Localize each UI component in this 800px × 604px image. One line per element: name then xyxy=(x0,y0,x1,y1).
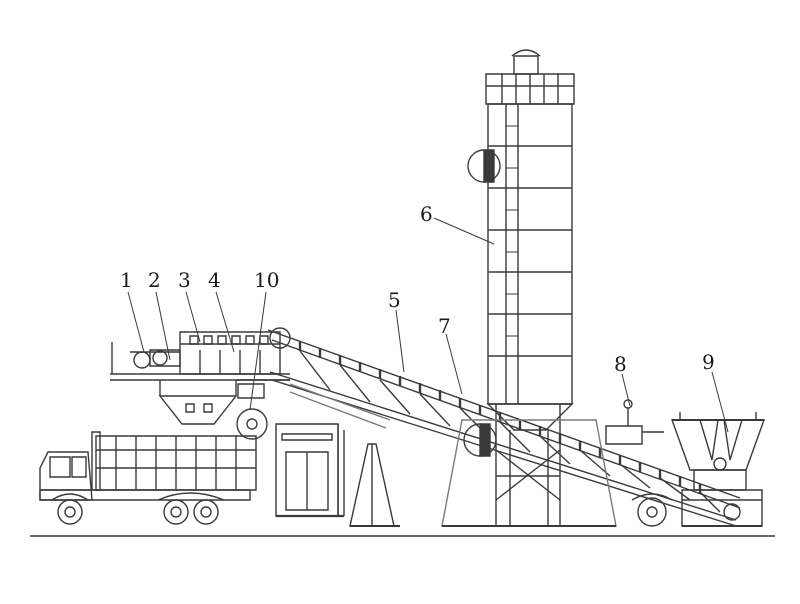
leader-lines xyxy=(128,218,728,432)
label-2: 2 xyxy=(148,268,161,292)
label-7: 7 xyxy=(438,314,451,338)
silo-legs xyxy=(496,404,560,526)
leader-8 xyxy=(622,374,630,406)
mixer-discharge-hopper xyxy=(160,396,236,424)
truck-cab xyxy=(40,452,92,500)
silo-cone xyxy=(488,404,572,430)
aggregate-batching-bin xyxy=(672,412,764,526)
leader-3 xyxy=(186,292,200,342)
conveyor-head-pulley xyxy=(270,328,290,348)
silo-body xyxy=(488,104,572,404)
tow-hitch-assembly xyxy=(606,400,672,526)
label-1: 1 xyxy=(120,268,133,292)
bin-hopper xyxy=(672,420,764,470)
conveyor-idlers xyxy=(300,341,700,494)
conveyor-support-left xyxy=(350,444,400,526)
silo-ladder xyxy=(506,126,518,336)
conveyor-tail-pulley xyxy=(724,504,740,520)
label-9: 9 xyxy=(702,350,715,374)
label-10: 10 xyxy=(254,268,280,292)
cement-silo xyxy=(442,50,616,526)
mixer-top-details xyxy=(190,336,268,374)
mixer-control-box xyxy=(238,384,264,398)
truck-cab-window xyxy=(50,457,70,477)
label-3: 3 xyxy=(178,268,191,292)
label-5: 5 xyxy=(388,288,401,312)
leader-10 xyxy=(250,292,266,410)
truck-wheel-rear-1 xyxy=(164,500,188,524)
silo-rings xyxy=(488,146,572,356)
truck-wheel-rear-2 xyxy=(194,500,218,524)
control-cabinet xyxy=(276,424,344,516)
label-6: 6 xyxy=(420,202,433,226)
truck-cab-window-2 xyxy=(72,457,86,477)
label-4: 4 xyxy=(208,268,221,292)
truck-body-ribs xyxy=(96,436,256,490)
motor-pulley xyxy=(134,352,150,368)
dump-truck xyxy=(40,432,256,524)
leader-5 xyxy=(396,310,404,372)
inclined-belt-conveyor xyxy=(268,328,740,526)
truck-wheel-front xyxy=(58,500,82,524)
label-8: 8 xyxy=(614,352,627,376)
leader-7 xyxy=(446,334,462,394)
mixer-wheel xyxy=(237,409,267,439)
conveyor-top-chord xyxy=(268,330,740,498)
hitch-box xyxy=(606,426,642,444)
leader-4 xyxy=(216,292,234,352)
rear-wheel xyxy=(638,498,666,526)
leader-1 xyxy=(128,292,144,352)
bin-weigh-unit xyxy=(694,470,746,490)
leader-2 xyxy=(156,292,170,360)
silo-dust-collector xyxy=(514,56,538,74)
conveyor-bottom-chord xyxy=(270,372,736,520)
mixer-station xyxy=(110,332,290,439)
leader-9 xyxy=(712,372,728,432)
leader-6 xyxy=(434,218,494,244)
